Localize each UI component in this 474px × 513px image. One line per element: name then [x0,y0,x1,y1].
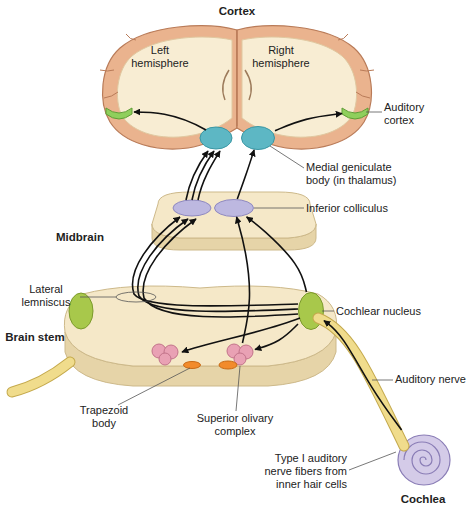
superior-olive: Superior olivary complex [225,343,255,365]
nerve-outline [318,318,404,446]
auditory-nerve-band [12,362,70,392]
leader-line [80,297,116,298]
sulcus-line [100,70,114,71]
cochlear-nucleus-left [69,293,93,329]
medial-geniculate: Medial geniculate body (in thalamus) [241,126,275,150]
pathway-fiber [134,112,206,130]
pathway-fiber [186,151,208,200]
pathway-fiber [192,151,214,200]
leader-line [270,146,304,168]
slab-top [152,192,316,238]
leader-line [254,208,304,209]
sulcus-line [104,92,118,98]
structure-label: Auditory cortex [384,101,454,127]
hemisphere: Right hemisphereAuditory cortexMedial ge… [240,32,368,144]
leader-line [349,452,396,470]
lemniscus-ring [116,292,156,302]
brain-gray-matter [237,26,371,149]
fiber-label: Type I auditory nerve fibers from inner … [250,452,347,491]
structure-label: Cochlear nucleus [336,305,446,318]
midline-fissure [237,30,238,126]
region-heading: Cortex [207,5,267,18]
pathway-fiber [198,151,220,200]
cochlea-spiral: Cochlea [392,430,454,488]
pathway-fiber [138,219,298,311]
superior-olive-outline [225,343,255,365]
leader-line [322,311,334,312]
region-heading: Midbrain [48,231,112,244]
cochlear-nucleus: Cochlear nucleus [298,292,324,330]
cochlear-nucleus-shape [299,293,324,330]
hemisphere-label: Right hemisphere [246,44,316,70]
pathway-arrow [324,321,402,430]
olivary-left [164,345,178,359]
inferior-colliculus-outline [214,199,254,217]
inferior-colliculus-left [173,200,211,216]
nerve-label: Auditory nerve [395,373,473,386]
brain-gray-matter [103,26,237,149]
trapezoid-body: Trapezoid body [183,361,201,369]
pathway-arrow [255,324,298,350]
hemisphere-label: Left hemisphere [125,44,195,70]
region-heading: Brain stem [0,331,70,344]
structure-label: Medial geniculate body (in thalamus) [306,161,414,187]
cochlear-nucleus-outline [298,292,324,330]
pathway-arrow [247,217,307,292]
structure-label: Superior olivary complex [180,412,290,438]
leader-line [372,380,393,381]
pathway-arrow [275,114,342,131]
cortex-slice: CortexLeft hemisphereRight hemisphereAud… [98,24,376,152]
leader-line [366,112,382,113]
olivary-lobe [234,353,246,365]
white-matter [117,37,232,137]
region-heading: Cochlea [388,493,458,506]
sulcus-line [338,34,348,40]
trapezoid-body-shape [184,362,201,369]
auditory-cortex-left [106,108,132,119]
cochlea-spiral-outline [392,430,454,488]
auditory-cortex-band [342,108,368,119]
slab-top [64,286,336,366]
olivary-left [152,344,166,358]
structure-label: Trapezoid body [68,404,140,430]
sulcus-line [126,34,136,40]
cochlea-shell [398,435,450,485]
sulcus-line [356,92,370,98]
leader-line [118,368,190,405]
auditory-nerve-band [318,318,404,446]
white-matter [242,37,357,137]
olivary-left [159,353,171,365]
pathway-arrow [237,217,250,343]
hemisphere: Left hemisphere [106,32,234,144]
auditory-cortex-outline [342,104,368,120]
ventricle [245,70,251,100]
medial-geniculate-outline [241,126,275,150]
leader-line [236,366,240,411]
auditory-cortex: Auditory cortex [342,104,368,120]
hemisphere-outline [106,32,234,144]
pathway-fiber [143,219,298,317]
cochlea-coil [404,442,440,474]
sulcus-line [360,70,374,71]
inferior-colliculus: Inferior colliculus [214,199,254,217]
structure-label: Inferior colliculus [306,202,426,215]
brainstem-slab: Brain stemCochlear nucleusTrapezoid body… [58,282,343,388]
pathway-arrow [237,150,254,199]
pathway-fiber [182,318,300,352]
medial-geniculate-left [200,127,232,149]
trapezoid-body-outline [183,361,201,369]
inferior-colliculus-shape [215,200,254,217]
trapezoid-right [219,361,237,369]
brainstem-slab-outline [58,282,343,388]
ventricle [223,70,229,100]
pathway-fiber [133,217,298,306]
midbrain-slab: MidbrainInferior colliculus [148,190,320,252]
medial-geniculate-shape [242,127,275,150]
nerve-outline [12,362,70,392]
